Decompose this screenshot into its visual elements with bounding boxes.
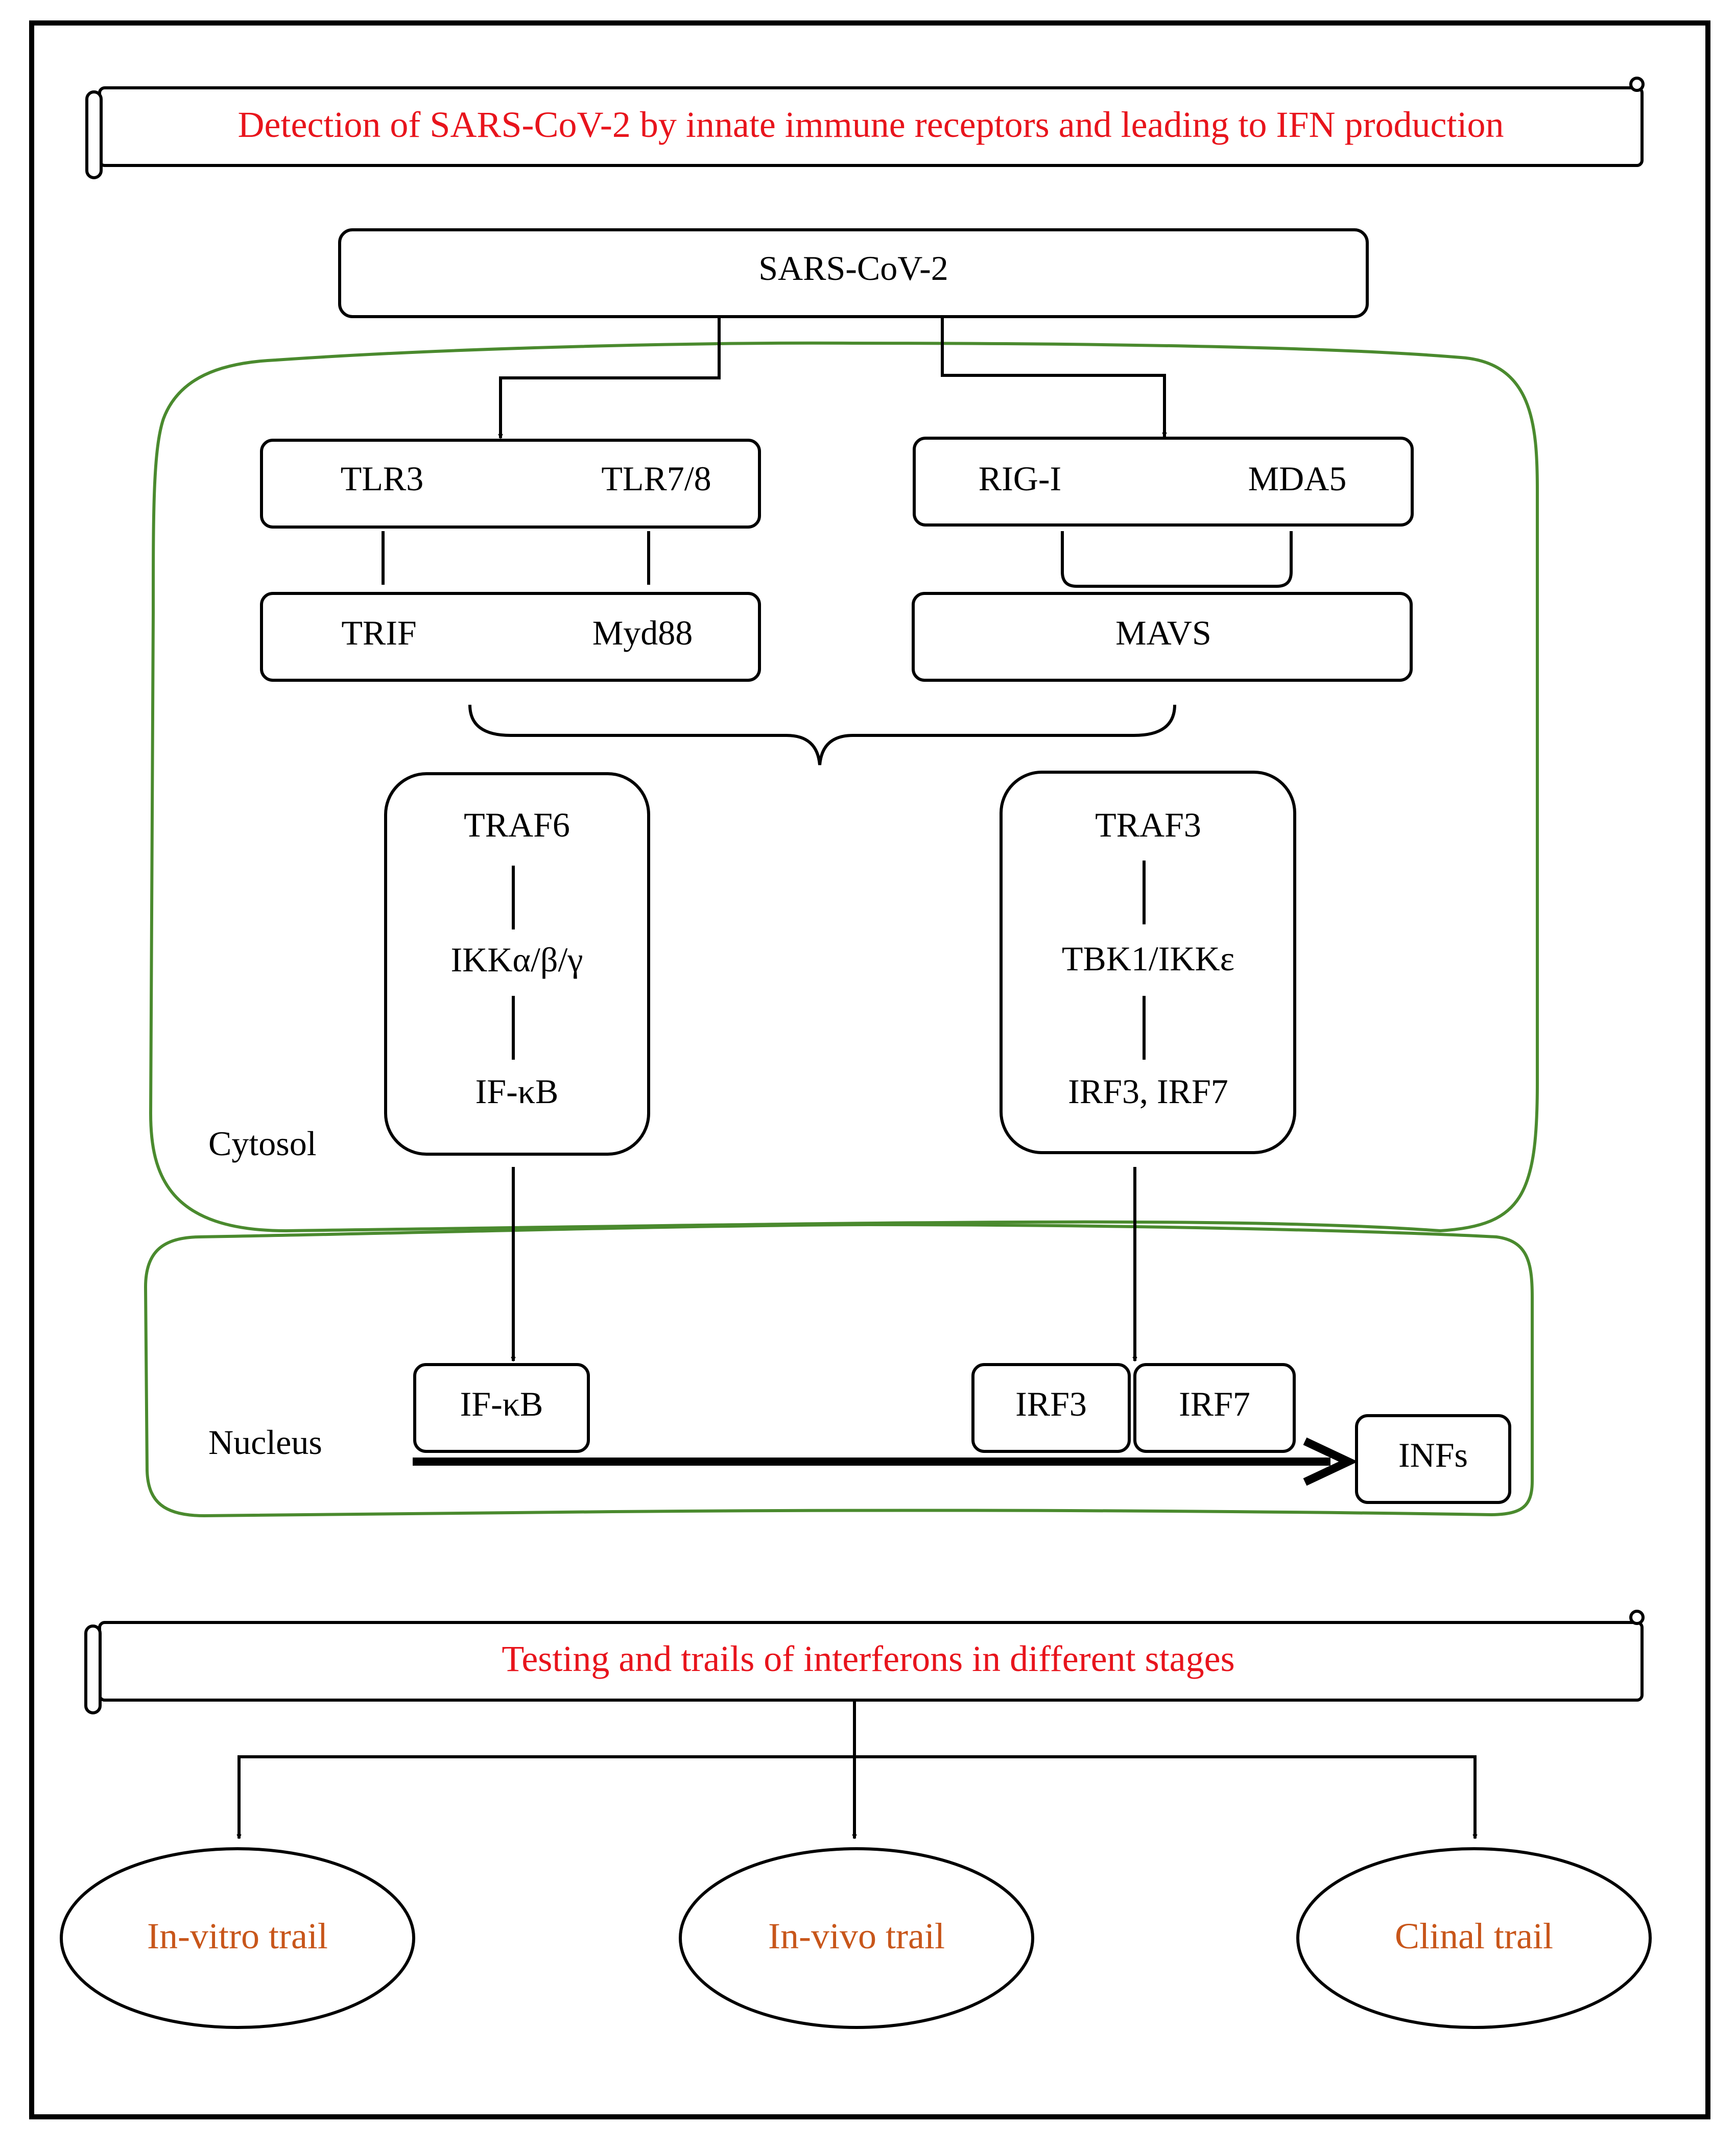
ifkb-cytosol-label: IF-κB: [475, 1072, 559, 1111]
traf3-label: TRAF3: [1095, 805, 1201, 844]
virus-label: SARS-CoV-2: [758, 249, 948, 288]
infs-box: [1355, 1414, 1511, 1504]
invitro-label: In-vitro trail: [147, 1916, 328, 1956]
traf3-cascade-box: [1000, 771, 1296, 1154]
rigi-label: RIG-I: [979, 459, 1061, 498]
arrow-to-tlr: [501, 317, 721, 438]
mda5-label: MDA5: [1248, 459, 1347, 498]
bottom-banner-title: Testing and trails of interferons in dif…: [502, 1638, 1234, 1679]
top-banner-title: Detection of SARS-CoV-2 by innate immune…: [238, 104, 1504, 145]
nucleus-label: Nucleus: [208, 1423, 322, 1462]
bottom-banner: Testing and trails of interferons in dif…: [84, 1610, 1645, 1714]
mavs-box: [912, 592, 1413, 682]
infs-label: INFs: [1398, 1436, 1468, 1474]
virus-box: [338, 228, 1369, 318]
cytosol-membrane: [149, 341, 1539, 1233]
branch-line: [237, 1755, 1475, 1838]
ikk-label: IKKα/β/γ: [451, 940, 583, 979]
tlr-box: [260, 439, 761, 529]
trif-myd88-box: [260, 592, 761, 682]
irf7-nucleus-box: [1133, 1363, 1296, 1453]
nucleus-membrane: [144, 1223, 1534, 1518]
ifkb-nucleus-label: IF-κB: [460, 1384, 543, 1423]
traf6-cascade-box: [384, 772, 650, 1156]
invivo-ellipse: [679, 1847, 1034, 2029]
irf3-nucleus-box: [971, 1363, 1131, 1453]
convergence-brace: [468, 704, 1176, 766]
outer-frame: [29, 20, 1710, 2119]
myd88-label: Myd88: [592, 613, 693, 652]
rlr-mavs-bracket: [1061, 531, 1293, 588]
ifkb-nucleus-box: [413, 1363, 590, 1453]
rlr-box: [913, 437, 1414, 527]
arrow-to-rlr: [941, 317, 1164, 437]
clinical-ellipse: [1296, 1847, 1652, 2029]
invivo-label: In-vivo trail: [768, 1916, 945, 1956]
irf7-nucleus-label: IRF7: [1179, 1384, 1250, 1423]
mavs-label: MAVS: [1115, 613, 1211, 652]
invitro-ellipse: [60, 1847, 415, 2029]
clinical-label: Clinal trail: [1395, 1916, 1553, 1956]
traf6-label: TRAF6: [464, 805, 570, 844]
irf3-nucleus-label: IRF3: [1015, 1384, 1087, 1423]
cytosol-label: Cytosol: [208, 1124, 317, 1163]
tlr3-label: TLR3: [341, 459, 423, 498]
irf-cytosol-label: IRF3, IRF7: [1068, 1072, 1228, 1111]
expression-arrowhead: [1303, 1437, 1358, 1486]
tlr78-label: TLR7/8: [601, 459, 711, 498]
trif-label: TRIF: [341, 613, 416, 652]
tbk1-label: TBK1/IKKε: [1062, 939, 1234, 978]
top-banner: Detection of SARS-CoV-2 by innate immune…: [85, 77, 1645, 179]
